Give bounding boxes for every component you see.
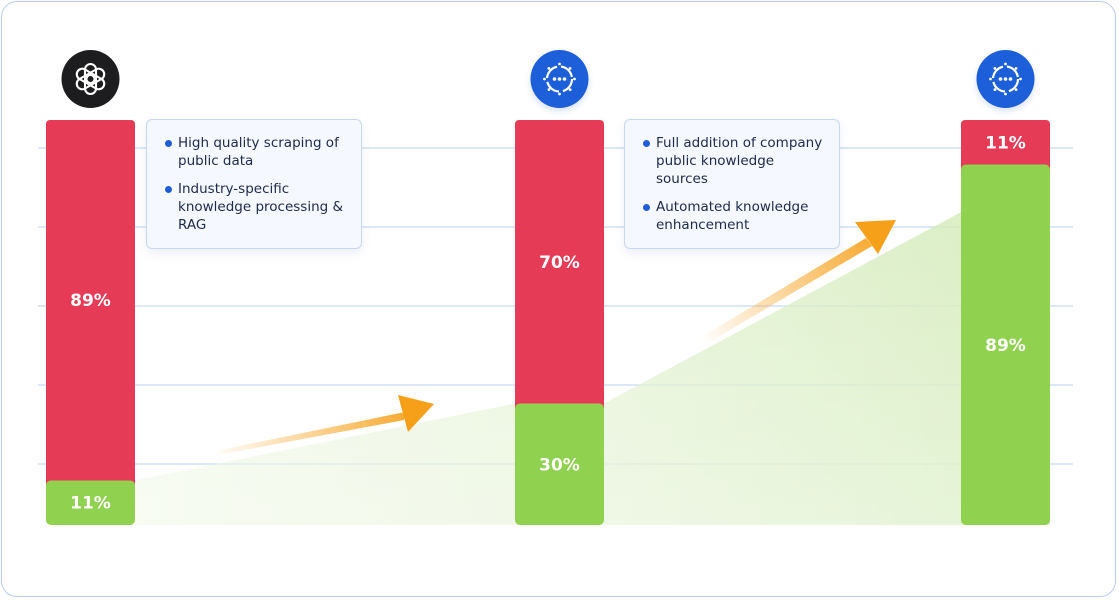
arrow-shaft <box>700 238 872 344</box>
bullet-icon <box>643 140 650 147</box>
annotation-item: Full addition of company public knowledg… <box>643 134 823 188</box>
bar-segment-remaining <box>961 120 1050 173</box>
bar-segment-remaining <box>515 120 604 412</box>
growth-arrows <box>210 220 896 456</box>
bar-label-remaining: 11% <box>985 133 1026 153</box>
bar-label-remaining: 89% <box>70 291 111 311</box>
bar-segment-remaining <box>46 120 135 489</box>
bar-icons <box>61 50 1035 108</box>
bar-segment-covered <box>46 480 135 525</box>
arrow-head <box>398 395 434 432</box>
growth-area <box>135 164 1050 526</box>
openai-logo-icon <box>61 50 120 108</box>
bars: 89% 11% 70% 30% 11% 89% <box>46 120 1050 526</box>
annotation-item: Industry-specific knowledge processing &… <box>165 180 345 234</box>
growth-area-fade <box>135 164 1050 526</box>
bar-label-remaining: 70% <box>539 253 580 273</box>
annotation-item: Automated knowledge enhancement <box>643 198 823 234</box>
annotation-card-1: High quality scraping of public data Ind… <box>146 119 362 249</box>
bar-label-covered: 11% <box>70 494 111 514</box>
bullet-icon <box>165 186 172 193</box>
annotation-card-2: Full addition of company public knowledg… <box>624 119 840 249</box>
bar-segment-covered <box>515 403 604 525</box>
bar-label-covered: 89% <box>985 336 1026 356</box>
arrow-head <box>855 220 896 254</box>
bullet-icon <box>643 204 650 211</box>
chat-bubble-gear-icon <box>530 50 589 108</box>
bullet-icon <box>165 140 172 147</box>
bar-label-covered: 30% <box>539 455 580 475</box>
chat-bubble-gear-icon <box>976 50 1035 108</box>
arrow-shaft <box>210 412 405 456</box>
bar-segment-covered <box>961 164 1050 526</box>
annotation-item: High quality scraping of public data <box>165 134 345 170</box>
